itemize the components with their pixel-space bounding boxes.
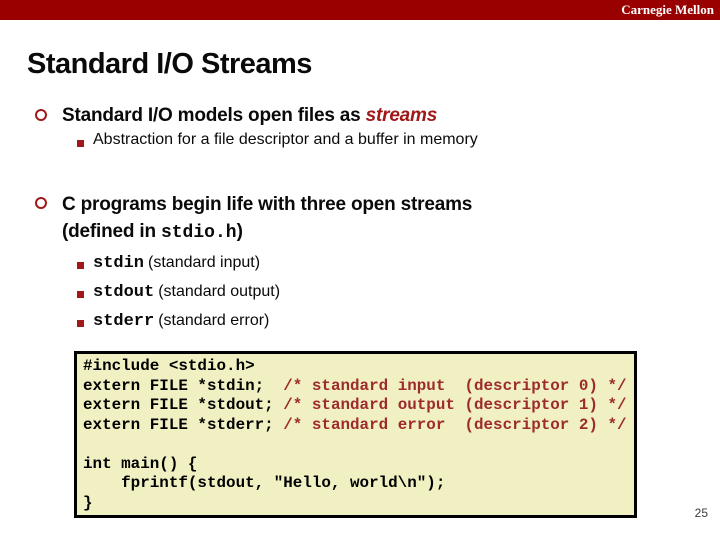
circle-bullet-icon: [35, 197, 47, 209]
stdout-comment: /* standard output (descriptor 1) */: [283, 396, 627, 414]
stderr-code: stderr: [93, 312, 155, 331]
square-bullet-icon: [77, 320, 84, 327]
page-number: 25: [694, 506, 708, 520]
stdout-desc: (standard output): [158, 283, 281, 300]
sub-bullet-stdin: stdin(standard input): [93, 252, 260, 275]
square-bullet-icon: [77, 291, 84, 298]
streams-emphasis: streams: [365, 105, 438, 126]
circle-bullet-icon: [35, 109, 47, 121]
stdout-extern-code: extern FILE *stdout;: [83, 396, 284, 414]
brand-text: Carnegie Mellon: [621, 2, 714, 17]
page-title: Standard I/O Streams: [27, 48, 312, 80]
square-bullet-icon: [77, 140, 84, 147]
defined-in-suffix: ): [236, 221, 243, 242]
square-bullet-icon: [77, 262, 84, 269]
code-line-include: #include <stdio.h>: [83, 357, 255, 375]
defined-in-prefix: (defined in: [62, 221, 161, 242]
header-bar: Carnegie Mellon: [0, 0, 720, 20]
stdin-comment: /* standard input (descriptor 0) */: [283, 376, 627, 395]
stdio-h-inline-code: stdio.h: [160, 223, 237, 243]
stdin-desc: (standard input): [148, 254, 261, 271]
code-line-stderr: extern FILE *stderr; /* standard error (…: [83, 416, 630, 436]
stdin-extern-code: extern FILE *stdin;: [83, 376, 284, 395]
stderr-extern-code: extern FILE *stderr;: [83, 415, 284, 434]
stderr-comment: /* standard error (descriptor 2) */: [283, 415, 627, 434]
stdout-code: stdout: [93, 283, 155, 302]
bullet-standard-io-text: Standard I/O models open files as: [62, 105, 366, 126]
bullet-standard-io: Standard I/O models open files as stream…: [62, 102, 437, 129]
code-line-main-close: }: [83, 493, 93, 512]
bullet-c-programs: C programs begin life with three open st…: [62, 191, 582, 247]
sub-bullet-stdout: stdout(standard output): [93, 281, 280, 304]
bullet-c-programs-line1: C programs begin life with three open st…: [62, 194, 473, 215]
stdin-code: stdin: [93, 254, 145, 273]
sub-bullet-abstraction: Abstraction for a file descriptor and a …: [93, 131, 478, 148]
stderr-desc: (standard error): [158, 312, 270, 329]
code-line-blank: [83, 435, 630, 455]
code-line-main-body: fprintf(stdout, "Hello, world\n");: [83, 474, 446, 492]
code-block: #include <stdio.h> extern FILE *stdin; /…: [74, 351, 637, 518]
code-line-stdin: extern FILE *stdin; /* standard input (d…: [83, 377, 630, 397]
sub-bullet-stderr: stderr(standard error): [93, 310, 269, 333]
code-line-stdout: extern FILE *stdout; /* standard output …: [83, 396, 630, 416]
code-line-main-open: int main() {: [83, 454, 198, 473]
